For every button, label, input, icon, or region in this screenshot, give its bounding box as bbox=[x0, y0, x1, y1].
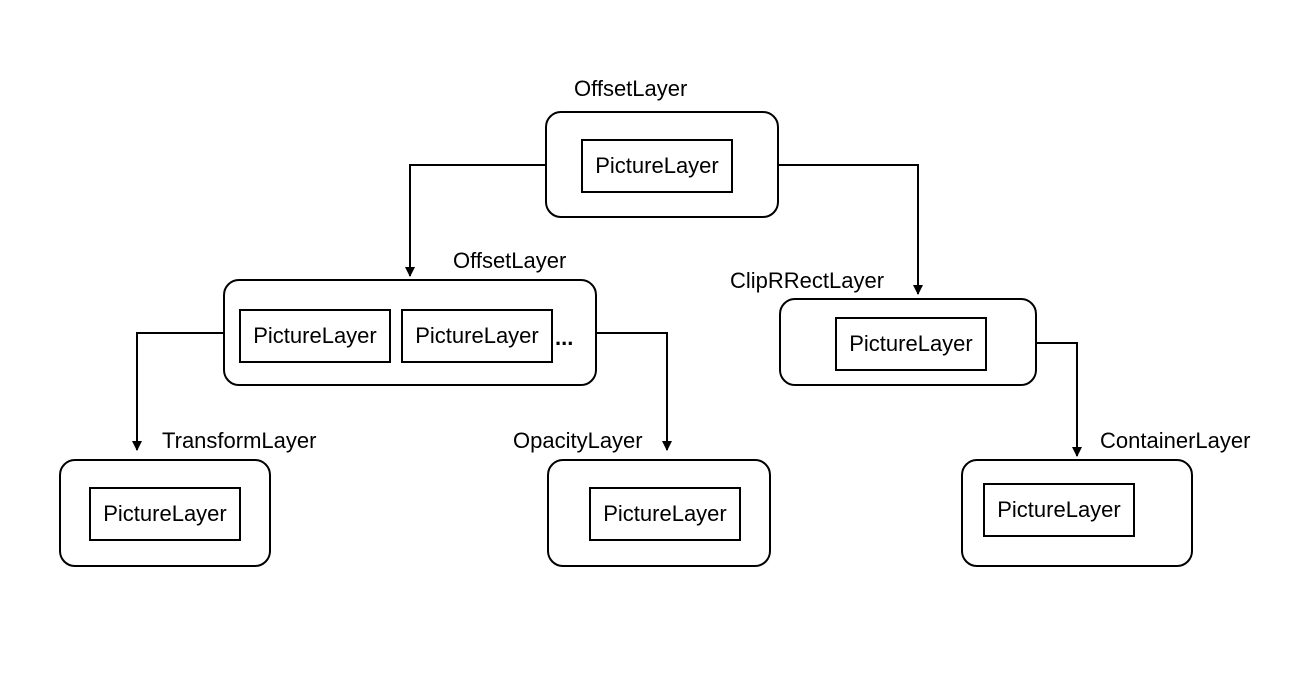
picture-layer-box: PictureLayer bbox=[983, 483, 1135, 537]
container-layer-node: PictureLayer bbox=[961, 459, 1193, 567]
transform-layer-label: TransformLayer bbox=[162, 428, 317, 453]
container-layer-label: ContainerLayer bbox=[1100, 428, 1251, 453]
edge-root-to-offset bbox=[405, 164, 545, 277]
edge-offset-to-opacity bbox=[597, 332, 672, 451]
picture-layer-box: PictureLayer bbox=[589, 487, 741, 541]
root-offset-layer-node: PictureLayer bbox=[545, 111, 779, 218]
root-offset-layer-label: OffsetLayer bbox=[574, 76, 688, 101]
picture-layer-box: PictureLayer bbox=[239, 309, 391, 363]
cliprrect-layer-label: ClipRRectLayer bbox=[730, 268, 885, 293]
opacity-layer-label: OpacityLayer bbox=[513, 428, 643, 453]
offset-layer-node: PictureLayer PictureLayer ... bbox=[223, 279, 597, 386]
offset-layer-label: OffsetLayer bbox=[453, 248, 567, 273]
edge-cliprrect-to-container bbox=[1037, 342, 1082, 457]
opacity-layer-node: PictureLayer bbox=[547, 459, 771, 567]
cliprrect-layer-node: PictureLayer bbox=[779, 298, 1037, 386]
more-pictures-ellipsis: ... bbox=[555, 325, 574, 350]
transform-layer-node: PictureLayer bbox=[59, 459, 271, 567]
picture-layer-box: PictureLayer bbox=[581, 139, 733, 193]
picture-layer-box: PictureLayer bbox=[401, 309, 553, 363]
picture-layer-box: PictureLayer bbox=[89, 487, 241, 541]
edge-root-to-cliprrect bbox=[779, 164, 923, 295]
picture-layer-box: PictureLayer bbox=[835, 317, 987, 371]
edge-offset-to-transform bbox=[132, 332, 223, 451]
